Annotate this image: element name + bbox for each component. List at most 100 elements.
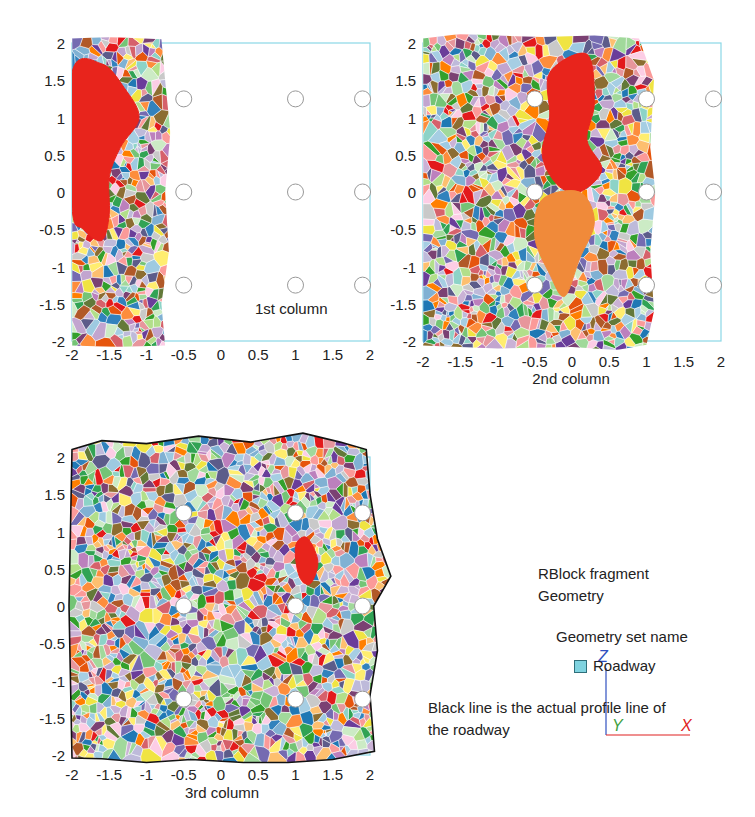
rblock-fragment	[141, 116, 151, 130]
rblock-fragment	[552, 344, 556, 350]
rblock-fragment	[470, 96, 479, 106]
rblock-fragment	[459, 192, 468, 203]
rblock-fragment	[556, 348, 567, 350]
rblock-fragment	[504, 306, 510, 316]
rblock-fragment	[488, 250, 504, 260]
rblock-fragment	[435, 310, 442, 315]
rblock-fragment	[507, 45, 515, 55]
rblock-fragment	[479, 172, 487, 179]
rblock-fragment	[502, 178, 511, 186]
rblock-fragment	[431, 237, 441, 248]
rblock-fragment	[476, 121, 481, 135]
rblock-fragment	[456, 93, 467, 108]
rblock-fragment	[599, 108, 610, 120]
rblock-fragment	[92, 45, 103, 55]
rblock-fragment	[489, 275, 494, 283]
rblock-fragment	[601, 274, 614, 291]
rblock-fragment	[160, 228, 170, 235]
rblock-fragment	[496, 79, 508, 90]
rblock-fragment	[140, 146, 147, 152]
rblock-fragment	[594, 47, 605, 57]
rblock-fragment	[487, 163, 498, 170]
rblock-fragment	[90, 308, 99, 319]
rblock-fragment	[509, 197, 519, 206]
rblock-fragment	[472, 70, 485, 80]
rblock-fragment	[487, 151, 501, 158]
rblock-fragment	[644, 160, 655, 179]
rblock-fragment	[423, 272, 430, 287]
rblock-fragment	[482, 207, 490, 218]
rblock-fragment	[646, 239, 656, 247]
fragment-panel	[69, 37, 370, 347]
rblock-fragment	[442, 175, 451, 188]
rblock-fragment	[548, 308, 554, 323]
rblock-fragment	[375, 733, 390, 753]
rblock-fragment	[423, 189, 435, 204]
rblock-fragment	[647, 53, 655, 59]
rblock-fragment	[139, 261, 147, 266]
roadway-outline	[72, 457, 370, 755]
rblock-fragment	[643, 207, 655, 221]
rblock-fragment	[543, 45, 550, 57]
rblock-fragment	[111, 282, 120, 289]
rblock-fragment	[528, 336, 536, 350]
rblock-fragment	[503, 185, 515, 193]
rblock-fragment	[72, 293, 83, 299]
rblock-fragment	[456, 34, 469, 41]
rblock-fragment	[434, 218, 443, 231]
rblock-fragment	[643, 343, 653, 350]
rblock-fragment	[613, 87, 619, 94]
rblock-fragment	[605, 129, 617, 141]
bolt-hole	[706, 277, 722, 293]
rblock-fragment	[153, 204, 157, 216]
rblock-fragment	[161, 61, 170, 69]
fragment-cluster	[542, 53, 602, 193]
rblock-fragment	[597, 259, 607, 275]
rblock-fragment	[474, 240, 480, 252]
rblock-fragment	[423, 262, 430, 272]
rblock-fragment	[140, 308, 147, 321]
rblock-fragment	[441, 298, 449, 304]
rblock-fragment	[584, 271, 592, 278]
rblock-fragment	[458, 72, 469, 83]
rblock-fragment	[136, 76, 148, 90]
rblock-fragment	[164, 276, 171, 289]
rblock-fragment	[431, 51, 442, 62]
rblock-fragment	[142, 243, 151, 248]
rblock-fragment	[72, 262, 80, 274]
rblock-fragment	[476, 337, 485, 344]
rblock-fragment	[112, 52, 117, 63]
rblock-fragment	[535, 162, 544, 169]
rblock-fragment	[587, 47, 595, 54]
rblock-fragment	[640, 37, 646, 43]
rblock-fragment	[633, 207, 641, 213]
rblock-fragment	[122, 251, 127, 256]
rblock-fragment	[458, 304, 470, 311]
rblock-fragment	[470, 124, 476, 132]
bolt-hole	[639, 91, 655, 107]
rblock-fragment	[423, 94, 431, 107]
rblock-fragment	[470, 273, 479, 281]
rblock-fragment	[147, 281, 160, 289]
rblock-fragment	[431, 348, 437, 350]
rblock-fragment	[609, 38, 617, 48]
rblock-fragment	[644, 62, 656, 79]
rblock-fragment	[608, 312, 613, 322]
rblock-fragment	[634, 247, 646, 258]
rblock-fragment	[423, 34, 430, 48]
rblock-fragment	[436, 185, 443, 192]
rblock-fragment	[453, 335, 461, 344]
rblock-fragment	[126, 163, 132, 172]
fragment-cells	[69, 433, 391, 762]
rblock-fragment	[446, 317, 450, 322]
rblock-fragment	[463, 284, 474, 292]
rblock-fragment	[91, 37, 101, 45]
rblock-fragment	[464, 127, 471, 136]
rblock-fragment	[439, 70, 449, 81]
rblock-fragment	[383, 683, 391, 698]
rblock-fragment	[456, 246, 469, 254]
rblock-fragment	[461, 165, 467, 171]
rblock-fragment	[621, 279, 628, 290]
rblock-fragment	[527, 295, 534, 302]
rblock-fragment	[647, 112, 656, 119]
